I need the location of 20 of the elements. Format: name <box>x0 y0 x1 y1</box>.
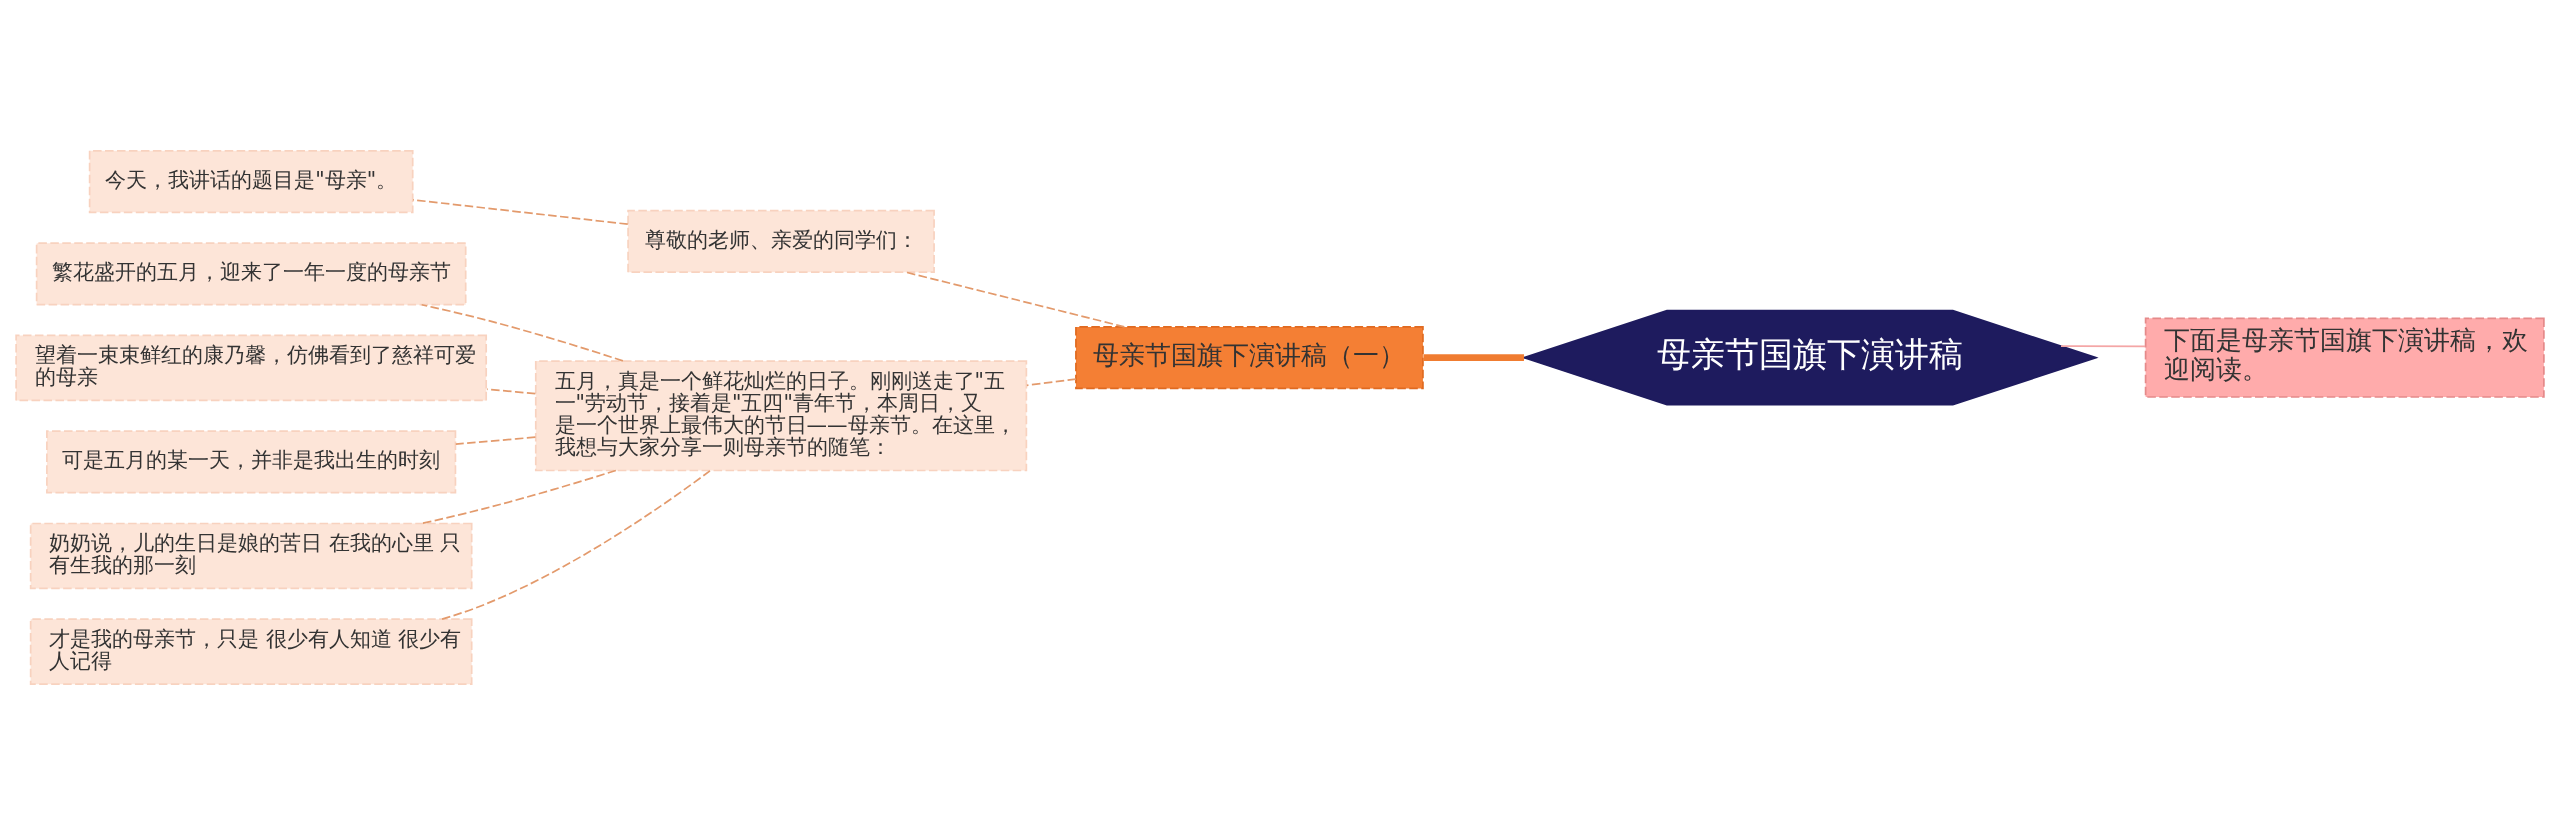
node-box: 奶奶说，儿的生日是娘的苦日 在我的心里 只有生我的那一刻 <box>29 522 473 589</box>
node-box: 才是我的母亲节，只是 很少有人知道 很少有人记得 <box>29 617 473 685</box>
connector <box>441 469 711 620</box>
connector <box>2060 344 2146 347</box>
connector <box>486 387 537 394</box>
node-box: 望着一束束鲜红的康乃馨，仿佛看到了慈祥可爱的母亲 <box>15 334 488 401</box>
connector <box>1026 377 1077 386</box>
connector <box>1423 353 1524 361</box>
node-box: 尊敬的老师、亲爱的同学们： <box>627 209 935 273</box>
node-box: 母亲节国旗下演讲稿（一） <box>1075 325 1424 389</box>
connector <box>412 198 629 225</box>
connector <box>421 469 617 524</box>
node-box: 可是五月的某一天，并非是我出生的时刻 <box>46 429 457 494</box>
node-box: 今天，我讲话的题目是"母亲"。 <box>88 149 414 213</box>
connector <box>454 435 537 445</box>
node-box: 五月，真是一个鲜花灿烂的日子。刚刚送走了"五一"劳动节，接着是"五四"青年节，本周日，又是一个世界上最伟大的节日——母亲节。在这里，我想与大家分享一则母亲节的随笔： <box>534 359 1028 471</box>
node-box: 下面是母亲节国旗下演讲稿，欢迎阅读。 <box>2144 317 2545 398</box>
node-box: 繁花盛开的五月，迎来了一年一度的母亲节 <box>35 241 467 306</box>
connector <box>905 270 1126 328</box>
connector <box>420 303 624 362</box>
